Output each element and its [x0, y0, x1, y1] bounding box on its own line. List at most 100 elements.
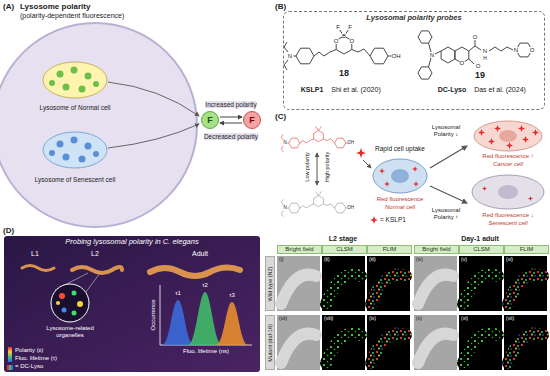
- label-text: O: [460, 60, 465, 66]
- label-text: High polarity: [324, 152, 330, 183]
- panel-d-images: [277, 315, 320, 370]
- panel-d-art: [160, 285, 252, 345]
- panel-c-art: [488, 138, 495, 145]
- panel-b-art: [284, 29, 392, 70]
- panel-b-art: [489, 47, 513, 51]
- label-text: OH: [392, 53, 401, 59]
- panel-d-images: [459, 315, 502, 370]
- label-text: (polarity-dependent fluorescence): [20, 12, 124, 20]
- worm-panel: Probing lysosomal polarity in C. elegans: [4, 236, 260, 372]
- panel-d-images: [459, 256, 502, 311]
- label-text: F: [348, 24, 352, 30]
- label-text: (viii): [324, 316, 333, 322]
- label-text: H: [483, 56, 487, 61]
- label-text: L1: [31, 250, 39, 258]
- label-text: N: [483, 48, 487, 54]
- node-text: Bright field: [278, 246, 321, 253]
- panel-c-art: [281, 121, 544, 224]
- row-header: Mutant (daf-16): [265, 315, 275, 370]
- label-text: Das et al. (2024): [474, 86, 526, 94]
- panel-c-art: [413, 181, 419, 187]
- label-text: (vi): [506, 257, 513, 263]
- panel-b-art: [469, 59, 474, 64]
- label-text: O: [473, 34, 478, 40]
- column-header: FLIM: [367, 245, 412, 254]
- panel-c-art: [472, 175, 544, 209]
- label-text: (iii): [369, 257, 376, 263]
- label-text: Low polarity: [304, 152, 310, 181]
- panel-d-art: [4, 236, 260, 372]
- label-text: (vii): [279, 316, 287, 322]
- label-text: L2: [91, 250, 99, 258]
- panel-d-art: [216, 302, 248, 345]
- label-text: (ix): [369, 316, 376, 322]
- panel-c-art: [384, 181, 390, 187]
- label-text: Rapid cell uptake: [375, 145, 425, 152]
- panel-a-art: [93, 81, 99, 87]
- panel-c-art: [474, 121, 542, 151]
- label-text: (D): [3, 226, 14, 235]
- label-text: Lysosome-related organelles: [39, 325, 101, 339]
- legend-sample: [370, 216, 378, 224]
- label-text: O: [349, 38, 354, 44]
- panel-c-art: [281, 126, 348, 151]
- edge-label: Increased polarity: [205, 101, 256, 108]
- label-text: O: [334, 38, 339, 44]
- panel-a-art: [79, 156, 86, 163]
- label-text: DC-Lyso: [438, 86, 467, 94]
- panel-d-art: [59, 293, 65, 299]
- panel-a-art: [49, 80, 55, 86]
- panel-b-art: [469, 46, 481, 51]
- label-text: N: [283, 206, 286, 211]
- panel-d-art: [77, 301, 83, 307]
- panel-c-art: [373, 159, 427, 193]
- label-text: (xi): [461, 316, 468, 322]
- panel-c-art: [430, 146, 467, 168]
- panel-d-images: [367, 315, 410, 370]
- legend-sample: [7, 365, 9, 370]
- label-text: (xii): [506, 316, 514, 322]
- label-text: Lysosomal Polarity ↑: [425, 207, 467, 221]
- panel-a-art: [85, 143, 92, 150]
- label-text: Occurrence: [150, 299, 157, 330]
- panel-d-art: [62, 308, 67, 313]
- panel-c-art: [412, 166, 418, 172]
- label-text: Lysosome of Normal cell: [40, 104, 111, 111]
- label-text: (A): [3, 2, 14, 11]
- node-text: F: [244, 112, 260, 128]
- label-text: τ1: [175, 290, 181, 297]
- label-text: (C): [275, 112, 286, 121]
- panel-d-art: [188, 292, 222, 345]
- label-text: F: [336, 24, 340, 30]
- legend-text: = DC-Lyso: [15, 363, 43, 370]
- panel-a-art: [63, 154, 70, 161]
- panel-d-images: [504, 315, 547, 370]
- panel-a-art: [0, 23, 199, 227]
- panel-d-images: [414, 256, 457, 311]
- panel-b-art: [429, 58, 432, 67]
- equilibrium-arrow: [220, 123, 242, 124]
- panel-c-art: [482, 186, 487, 191]
- panel-b-art: [475, 40, 476, 46]
- node-text: Wild type (N2): [267, 266, 273, 301]
- panel-d-art: [4, 236, 260, 372]
- panel-c-art: [356, 148, 366, 158]
- panel-d-art: [8, 347, 12, 362]
- fluor-circle: F: [243, 111, 261, 129]
- label-text: OH: [347, 206, 354, 211]
- panel-a-art: [0, 23, 197, 227]
- label-text: N: [283, 141, 286, 146]
- label-text: Day-1 adult: [461, 235, 499, 243]
- panel-c-art: [532, 129, 539, 136]
- column-header: CLSM: [459, 245, 504, 254]
- panel-d-art: [150, 267, 240, 276]
- label-text: (B): [275, 2, 286, 11]
- panel-a-art: [63, 84, 70, 91]
- label-text: (ii): [324, 257, 330, 263]
- label-text: Adult: [192, 250, 208, 258]
- row-header: Wild type (N2): [265, 256, 275, 311]
- label-text: O: [476, 63, 481, 69]
- label-text: N: [430, 52, 434, 58]
- label-text: Lysosome polarity: [20, 2, 90, 11]
- column-header: Bright field: [277, 245, 322, 254]
